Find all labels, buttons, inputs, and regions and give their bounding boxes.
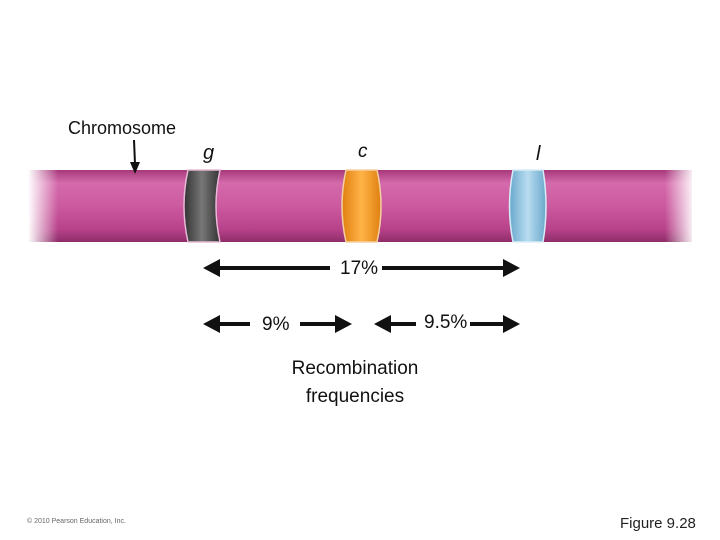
distance-c-l-label: 9.5% <box>424 312 468 333</box>
gene-c-band <box>341 169 382 243</box>
chromosome-pointer-line <box>133 139 136 165</box>
arrow-17-left-head <box>203 259 220 277</box>
recombination-frequencies-title: Recombination frequencies <box>291 358 419 407</box>
chromosome-pointer-head <box>130 162 140 174</box>
chromosome-right-fade <box>665 168 695 244</box>
arrow-17-right-head <box>503 259 520 277</box>
arrow-95-right-head <box>503 315 520 333</box>
chromosome-left-fade <box>28 168 58 244</box>
copyright-notice: © 2010 Pearson Education, Inc. <box>27 518 126 525</box>
gene-l-band <box>508 169 547 243</box>
arrow-9-left-head <box>203 315 220 333</box>
gene-c-label: c <box>358 141 368 162</box>
gene-g-band <box>183 169 221 243</box>
figure-caption: Figure 9.28 <box>620 515 696 532</box>
distance-g-l-label: 17% <box>340 258 379 279</box>
arrow-9-right-head <box>335 315 352 333</box>
arrow-95-left-head <box>374 315 391 333</box>
chromosome-label: Chromosome <box>68 118 177 138</box>
gene-g-label: g <box>203 142 215 164</box>
gene-l-label: l <box>536 143 541 165</box>
distance-g-c-label: 9% <box>262 314 290 335</box>
